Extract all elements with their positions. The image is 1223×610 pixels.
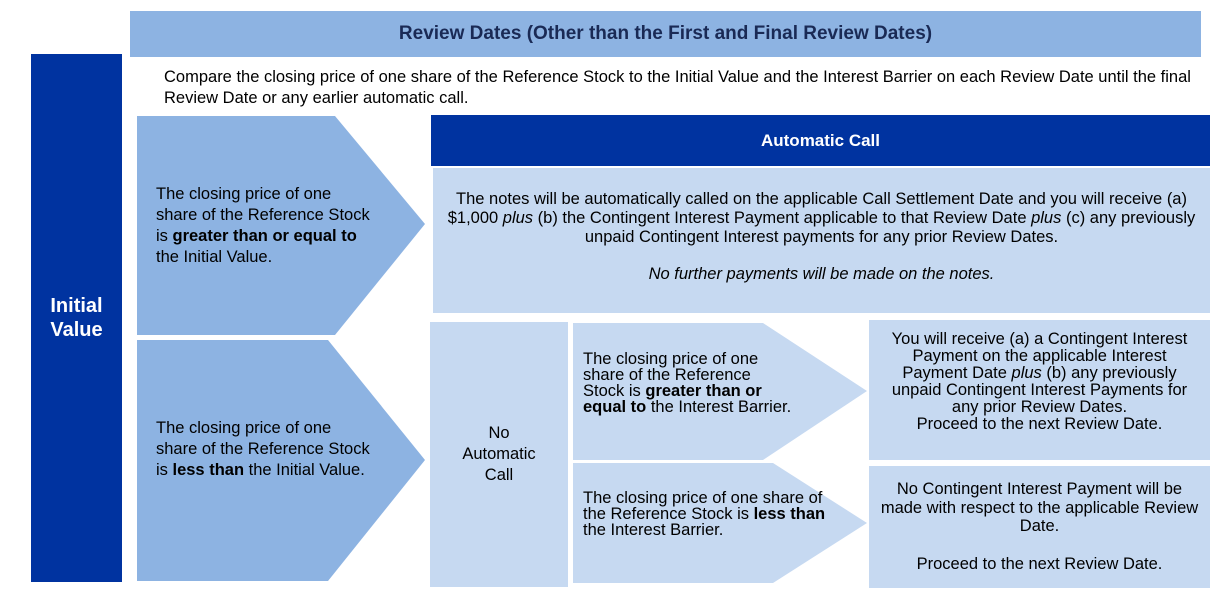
result-above-b: (b) any previously unpaid Contingent Int… <box>891 364 1188 416</box>
initial-value-label: Initial Value <box>31 54 122 582</box>
branch-above-initial-arrow: The closing price of one share of the Re… <box>137 116 425 335</box>
barrier-above-post: the Interest Barrier. <box>646 398 792 416</box>
barrier-below-pre: The closing price of one share of the Re… <box>583 489 823 523</box>
arrow-shape-upper <box>137 116 425 335</box>
no-automatic-call-box: No Automatic Call <box>430 322 568 587</box>
call-plus-2: plus <box>1031 209 1062 227</box>
automatic-call-body: The notes will be automatically called o… <box>433 190 1210 247</box>
barrier-below-text: The closing price of one share of the Re… <box>583 489 828 539</box>
call-footnote-text: No further payments will be made on the … <box>648 265 995 283</box>
branch-below-pre: The closing price of one share of the Re… <box>156 419 370 479</box>
barrier-above-arrow: The closing price of one share of the Re… <box>573 323 867 460</box>
branch-above-initial-text: The closing price of one share of the Re… <box>156 184 376 268</box>
barrier-above-pre: The closing price of one share of the Re… <box>583 350 759 400</box>
automatic-call-footnote: No further payments will be made on the … <box>433 265 1210 284</box>
call-body-c: (c) any previously unpaid Contingent Int… <box>584 209 1196 246</box>
result-above-a: You will receive (a) a Contingent Intere… <box>891 330 1188 382</box>
result-above-text: You will receive (a) a Contingent Intere… <box>879 331 1200 416</box>
intro-text: Compare the closing price of one share o… <box>164 68 1191 107</box>
arrow-shape-barrier-upper <box>573 323 867 460</box>
call-body-a: The notes will be automatically called o… <box>447 190 1187 227</box>
barrier-above-bold: greater than or equal to <box>583 382 762 416</box>
branch-below-post: the Initial Value. <box>244 461 365 479</box>
barrier-above-text: The closing price of one share of the Re… <box>583 350 793 416</box>
call-body-b: (b) the Contingent Interest Payment appl… <box>533 209 1032 227</box>
branch-below-bold: less than <box>172 461 245 479</box>
result-below-proceed: Proceed to the next Review Date. <box>916 554 1163 573</box>
result-below-text: No Contingent Interest Payment will be m… <box>880 480 1199 535</box>
automatic-call-header: Automatic Call <box>431 115 1210 166</box>
result-above-proceed: Proceed to the next Review Date. <box>916 415 1163 433</box>
barrier-below-post: the Interest Barrier. <box>583 521 724 539</box>
branch-below-initial-arrow: The closing price of one share of the Re… <box>137 340 425 581</box>
result-above-barrier-box: You will receive (a) a Contingent Intere… <box>869 320 1210 460</box>
branch-above-pre: The closing price of one share of the Re… <box>156 185 370 245</box>
branch-below-initial-text: The closing price of one share of the Re… <box>156 418 371 481</box>
no-automatic-call-label: No Automatic Call <box>462 424 536 484</box>
automatic-call-box: The notes will be automatically called o… <box>433 168 1210 313</box>
barrier-below-arrow: The closing price of one share of the Re… <box>573 463 867 583</box>
branch-above-post: the Initial Value. <box>156 248 273 266</box>
initial-value-line2: Value <box>50 319 103 341</box>
initial-value-line1: Initial <box>50 295 103 317</box>
arrow-shape-barrier-lower <box>573 463 867 583</box>
branch-above-bold: greater than or equal to <box>172 227 357 245</box>
call-plus-1: plus <box>502 209 534 227</box>
arrow-shape-lower <box>137 340 425 581</box>
barrier-below-bold: less than <box>753 505 826 523</box>
page-title: Review Dates (Other than the First and F… <box>130 11 1201 57</box>
result-below-barrier-box: No Contingent Interest Payment will be m… <box>869 466 1210 588</box>
result-above-plus: plus <box>1011 364 1042 382</box>
